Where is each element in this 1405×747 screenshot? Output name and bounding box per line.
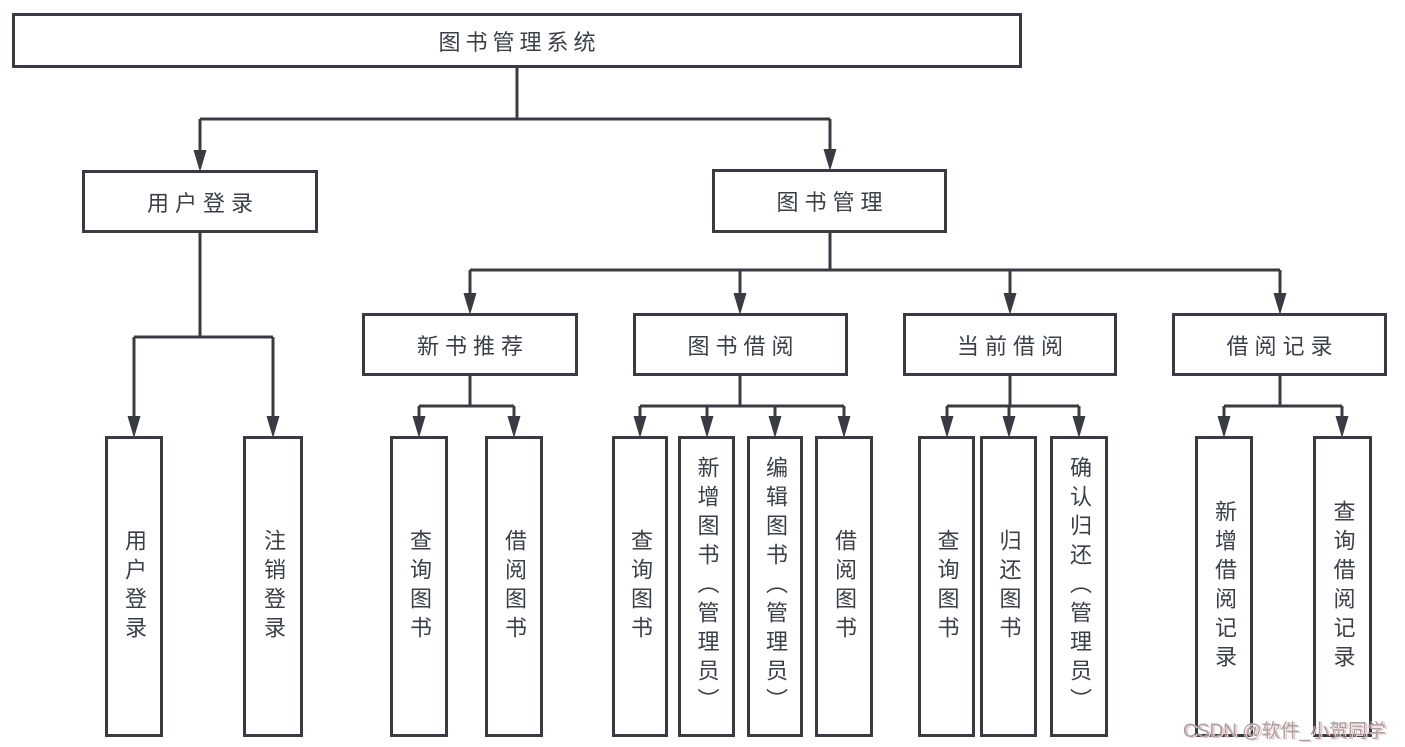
node-label: 图书借阅	[687, 333, 800, 359]
node-label: 用户登录	[146, 190, 259, 216]
node-label: 借阅记录	[1226, 333, 1339, 359]
node-label: 归还图书	[996, 528, 1022, 645]
node-label: 查询借阅记录	[1330, 499, 1356, 674]
node-borrowing-records: 借阅记录	[1172, 313, 1387, 376]
leaf-user-login: 用户登录	[105, 436, 163, 737]
leaf-query-books-current: 查询图书	[918, 436, 975, 737]
node-label: 借阅图书	[502, 528, 527, 645]
node-label: 查询图书	[628, 528, 653, 645]
leaf-add-books-admin: 新增图书（管理员）	[678, 436, 735, 737]
leaf-edit-books-admin: 编辑图书（管理员）	[747, 436, 803, 737]
node-label: 注销登录	[261, 528, 286, 645]
node-label: 新书推荐	[416, 333, 529, 359]
node-current-borrowing: 当前借阅	[903, 313, 1117, 376]
node-book-borrowing: 图书借阅	[633, 313, 848, 376]
node-label: 查询图书	[934, 528, 960, 645]
node-label: 新增借阅记录	[1212, 499, 1237, 674]
node-label: 查询图书	[407, 528, 432, 645]
node-label: 借阅图书	[832, 528, 857, 645]
leaf-borrow-books: 借阅图书	[815, 436, 873, 737]
node-label: 图书管理系统	[438, 29, 601, 55]
node-new-book-recommendation: 新书推荐	[362, 313, 578, 376]
node-book-management: 图书管理	[712, 169, 947, 233]
node-label: 图书管理	[776, 190, 889, 215]
node-library-management-system: 图书管理系统	[12, 13, 1022, 68]
leaf-confirm-return-admin: 确认归还（管理员）	[1050, 436, 1108, 737]
node-label: 编辑图书（管理员）	[763, 456, 788, 717]
leaf-query-books-recommend: 查询图书	[390, 436, 448, 737]
node-label: 确认归还（管理员）	[1067, 456, 1092, 717]
connector-segments	[132, 68, 1344, 418]
csdn-watermark: CSDN @软件_小贺同学	[1183, 721, 1386, 742]
node-label: 用户登录	[122, 528, 147, 645]
node-label: 新增图书（管理员）	[694, 456, 720, 717]
leaf-add-borrow-record: 新增借阅记录	[1195, 436, 1253, 737]
leaf-query-borrow-record: 查询借阅记录	[1313, 436, 1372, 737]
node-user-login: 用户登录	[82, 170, 318, 233]
leaf-logout: 注销登录	[243, 436, 303, 737]
node-label: 当前借阅	[956, 333, 1069, 359]
leaf-borrow-books-recommend: 借阅图书	[485, 436, 543, 737]
arrowheads	[127, 149, 1349, 438]
leaf-return-books: 归还图书	[980, 436, 1037, 737]
leaf-query-books-borrow: 查询图书	[612, 436, 668, 737]
